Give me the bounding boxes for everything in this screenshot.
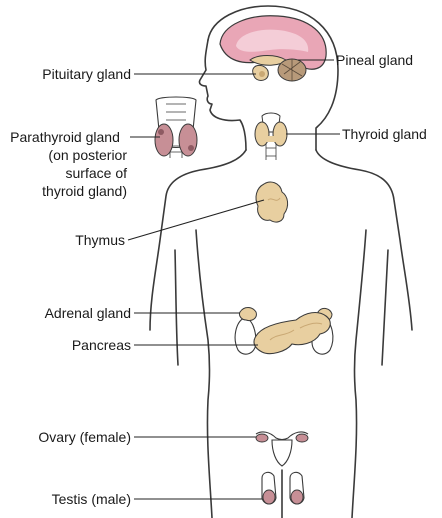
- ovaries-uterus: [255, 431, 309, 467]
- label-ovary-female: Ovary (female): [38, 429, 131, 445]
- label-thymus: Thymus: [75, 232, 125, 248]
- label-parathyroid-line4: thyroid gland): [42, 183, 127, 199]
- label-parathyroid-line2: (on posterior: [48, 147, 127, 163]
- brain: [219, 15, 327, 70]
- label-parathyroid-line3: surface of: [65, 165, 127, 181]
- parathyroid-inset: [154, 96, 198, 158]
- pancreas: [253, 311, 331, 355]
- pineal-gland: [277, 58, 307, 82]
- label-thyroid-gland: Thyroid gland: [342, 126, 427, 142]
- label-testis-male: Testis (male): [51, 491, 131, 507]
- thyroid-gland: [254, 112, 288, 160]
- testes: [261, 471, 305, 505]
- label-pancreas: Pancreas: [71, 337, 131, 353]
- pituitary-gland: [252, 65, 269, 81]
- body-outline: [149, 5, 413, 518]
- label-pineal-gland: Pineal gland: [336, 52, 414, 68]
- label-parathyroid-line1: Parathyroid gland: [10, 129, 120, 145]
- leader-lines: [127, 59, 340, 500]
- label-adrenal-gland: Adrenal gland: [44, 305, 131, 321]
- label-pituitary-gland: Pituitary gland: [42, 66, 131, 82]
- thymus: [255, 181, 289, 223]
- leader-thymus: [127, 199, 265, 241]
